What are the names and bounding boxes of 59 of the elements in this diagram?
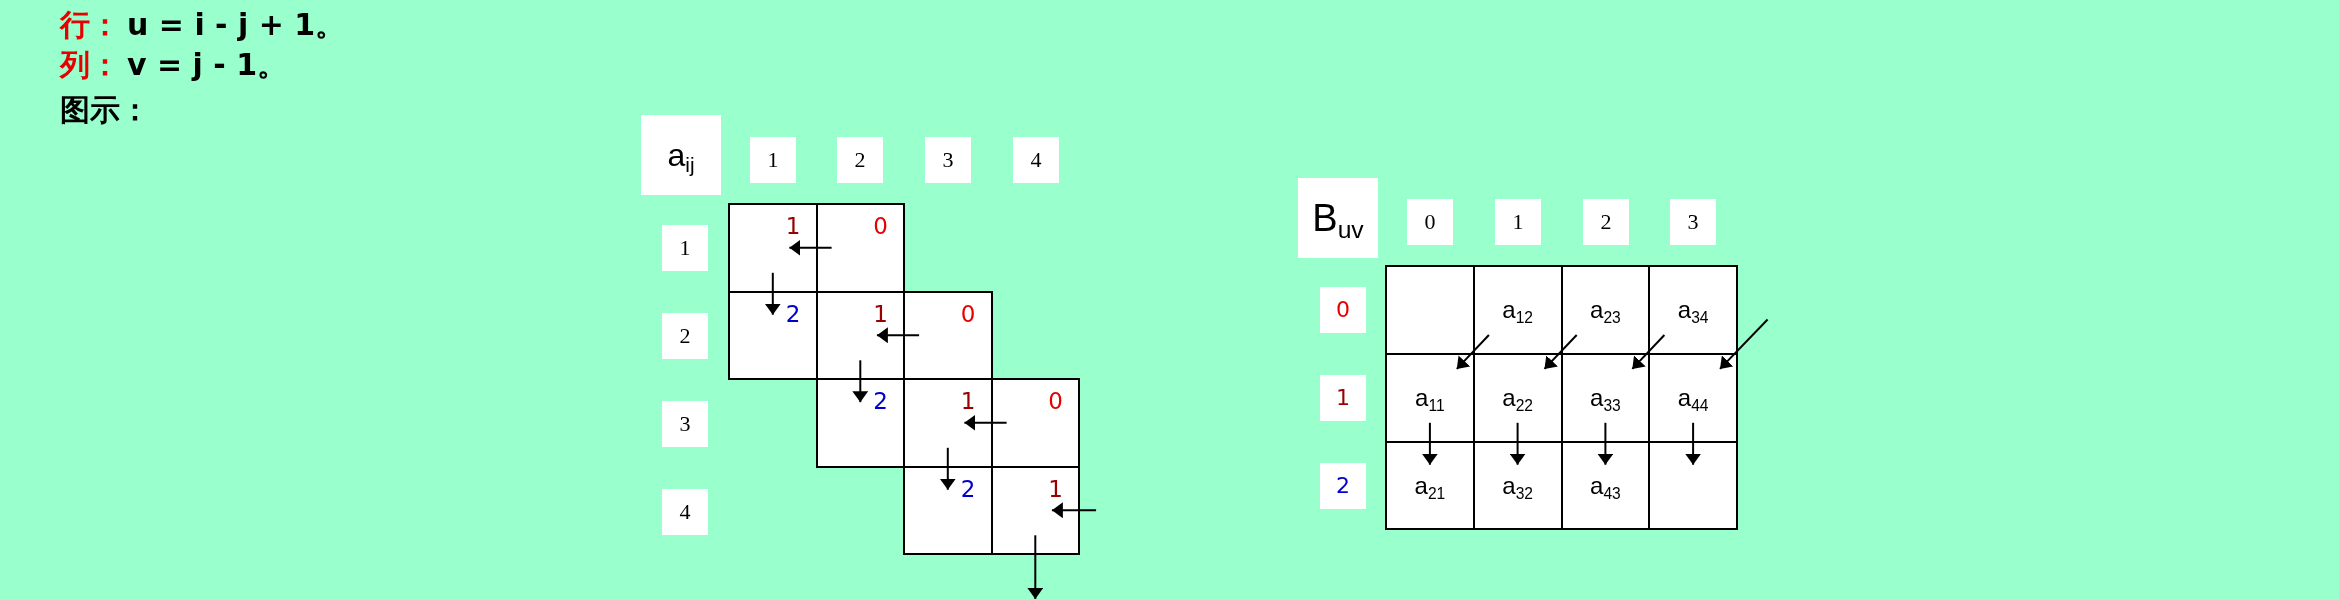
arrow — [1719, 318, 1769, 370]
arrow — [1685, 421, 1702, 466]
matrix-cell — [1648, 440, 1738, 531]
arrow — [1543, 334, 1578, 370]
matrix-cell: 1 — [728, 203, 818, 293]
column-index: 3 — [1670, 199, 1716, 245]
column-index: 4 — [1013, 137, 1059, 183]
matrix-cell: a$_{22}$ — [1472, 352, 1563, 443]
matrix-cell: 2 — [815, 378, 905, 468]
arrow — [1421, 421, 1438, 466]
arrow — [963, 414, 1008, 431]
matrix-cell: 0 — [990, 378, 1080, 468]
row-index: 0 — [1320, 287, 1366, 333]
matrix-cell: a$_{44}$ — [1648, 352, 1738, 443]
matrix-cell: a$_{32}$ — [1472, 440, 1563, 531]
row-index: 2 — [1320, 463, 1366, 509]
row-index: 1 — [662, 225, 708, 271]
arrow — [875, 327, 921, 344]
row-index: 3 — [662, 401, 708, 447]
matrix-cell: 0 — [903, 290, 993, 380]
matrix-cell: a$_{11}$ — [1385, 352, 1475, 443]
matrix-cell: a$_{12}$ — [1472, 265, 1563, 355]
matrix-cell — [1385, 265, 1475, 355]
term-label: 列： — [60, 48, 120, 82]
matrix-cell: 2 — [728, 290, 818, 380]
matrix-cell: 1 — [990, 465, 1080, 555]
row-index: 2 — [662, 313, 708, 359]
column-index: 1 — [750, 137, 796, 183]
column-index: 3 — [925, 137, 971, 183]
formula-text: v = j - 1。 — [127, 48, 288, 82]
arrow — [764, 271, 781, 316]
column-index: 2 — [837, 137, 883, 183]
arrow — [1631, 334, 1666, 370]
arrow — [1027, 534, 1044, 600]
arrow — [788, 239, 833, 256]
matrix-cell: a$_{33}$ — [1560, 352, 1651, 443]
caption-label: 图示： — [60, 93, 150, 127]
matrix-symbol: B$_{uv}$ — [1298, 178, 1378, 258]
column-index: 1 — [1495, 199, 1541, 245]
arrow — [1050, 502, 1098, 519]
matrix-cell: 2 — [903, 465, 993, 555]
matrix-cell: a$_{43}$ — [1560, 440, 1651, 531]
arrow — [1597, 421, 1614, 466]
matrix-symbol: a$_{ij}$ — [641, 115, 721, 195]
formula-text: u = i - j + 1。 — [127, 8, 346, 42]
column-index: 2 — [1583, 199, 1629, 245]
arrow — [1455, 334, 1490, 370]
column-index: 0 — [1407, 199, 1453, 245]
matrix-cell: a$_{23}$ — [1560, 265, 1651, 355]
matrix-cell: 1 — [903, 378, 993, 468]
term-label: 行： — [60, 8, 120, 42]
matrix-cell: a$_{21}$ — [1385, 440, 1475, 531]
arrow — [1509, 421, 1526, 466]
matrix-cell: 0 — [815, 203, 905, 293]
row-index: 1 — [1320, 375, 1366, 421]
arrow — [939, 446, 956, 491]
arrow — [852, 359, 869, 404]
row-index: 4 — [662, 489, 708, 535]
matrix-cell: a$_{34}$ — [1648, 265, 1738, 355]
